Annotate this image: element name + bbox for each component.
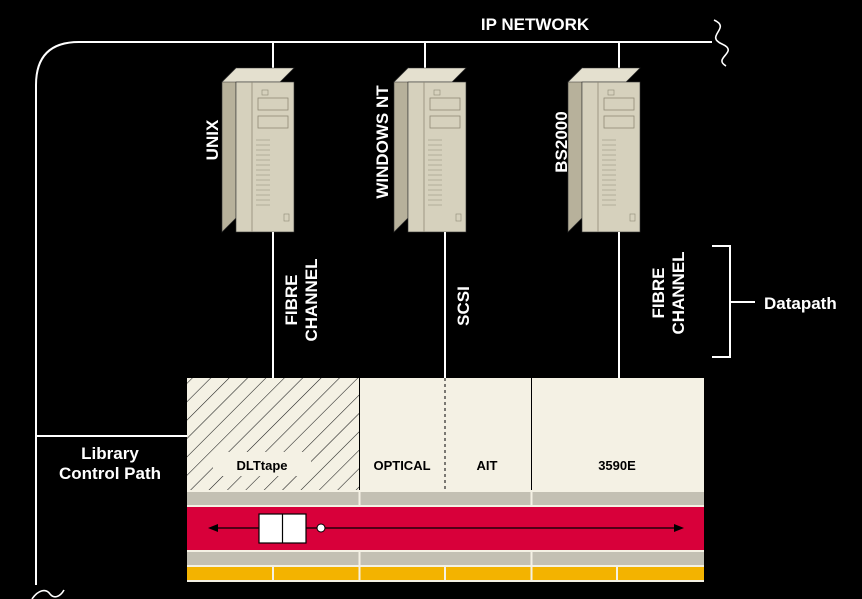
control-path-label-line2: Control Path bbox=[59, 464, 161, 483]
tower-drive-bay bbox=[603, 97, 635, 111]
tower-button bbox=[261, 89, 269, 96]
tower-drive-bay bbox=[603, 115, 635, 129]
network-break-squiggle-bottom bbox=[31, 589, 65, 599]
tape-library: DLTtape OPTICAL AIT 3590E bbox=[187, 378, 704, 582]
3590e-label: 3590E bbox=[598, 458, 636, 473]
tower-drive-bay bbox=[257, 97, 289, 111]
arrow-head-left bbox=[208, 524, 218, 532]
optical-label: OPTICAL bbox=[373, 458, 430, 473]
dlttape-label: DLTtape bbox=[236, 458, 287, 473]
unix-server-tower bbox=[221, 67, 295, 233]
datapath-label-line1: SCSI bbox=[454, 286, 473, 326]
datapath-label-line1: FIBRE bbox=[282, 275, 301, 326]
servers bbox=[221, 67, 641, 233]
bs2000-server-tower bbox=[567, 67, 641, 233]
tower-power-led bbox=[455, 213, 462, 222]
tower-drive-bay bbox=[257, 115, 289, 129]
tower-button bbox=[607, 89, 615, 96]
network-break-squiggle-top bbox=[713, 19, 729, 67]
tower-drive-bay bbox=[429, 97, 461, 111]
datapath-bracket-label: Datapath bbox=[764, 294, 837, 313]
3590e-module bbox=[532, 378, 704, 490]
unix-label: UNIX bbox=[203, 119, 222, 160]
gray-band-lower bbox=[187, 552, 704, 565]
tower-front-face bbox=[407, 81, 467, 233]
tower-power-led bbox=[629, 213, 636, 222]
tower-front-face bbox=[581, 81, 641, 233]
control-path-label-line1: Library bbox=[81, 444, 139, 463]
ip-network bbox=[31, 19, 729, 599]
robot-gripper-pivot bbox=[316, 523, 326, 533]
ait-label: AIT bbox=[477, 458, 498, 473]
library-control-path: Library Control Path bbox=[36, 435, 187, 483]
tower-button bbox=[433, 89, 441, 96]
datapath-label-line2: CHANNEL bbox=[669, 251, 688, 334]
gray-band-upper bbox=[187, 492, 704, 505]
datapath-label-line2: CHANNEL bbox=[302, 258, 321, 341]
datapath-label-unix: FIBRE CHANNEL bbox=[282, 258, 321, 341]
arrow-head-right bbox=[674, 524, 684, 532]
bs2000-label: BS2000 bbox=[552, 111, 571, 172]
tower-side-face bbox=[221, 67, 237, 233]
tower-drive-bay bbox=[429, 115, 461, 129]
tower-side-face bbox=[393, 67, 409, 233]
network-bus-line bbox=[35, 41, 712, 585]
windows-nt-label: WINDOWS NT bbox=[373, 85, 392, 199]
windows-nt-server-tower bbox=[393, 67, 467, 233]
tower-power-led bbox=[283, 213, 290, 222]
datapath-label-windows: SCSI bbox=[454, 286, 473, 326]
datapath-bracket bbox=[712, 245, 755, 358]
dlttape-label-plate bbox=[213, 452, 311, 476]
datapath-label-line1: FIBRE bbox=[649, 268, 668, 319]
datapath-label-bs2000: FIBRE CHANNEL bbox=[649, 251, 688, 334]
tower-front-face bbox=[235, 81, 295, 233]
datapath-lines bbox=[272, 232, 620, 378]
ip-network-label: IP NETWORK bbox=[481, 15, 590, 34]
